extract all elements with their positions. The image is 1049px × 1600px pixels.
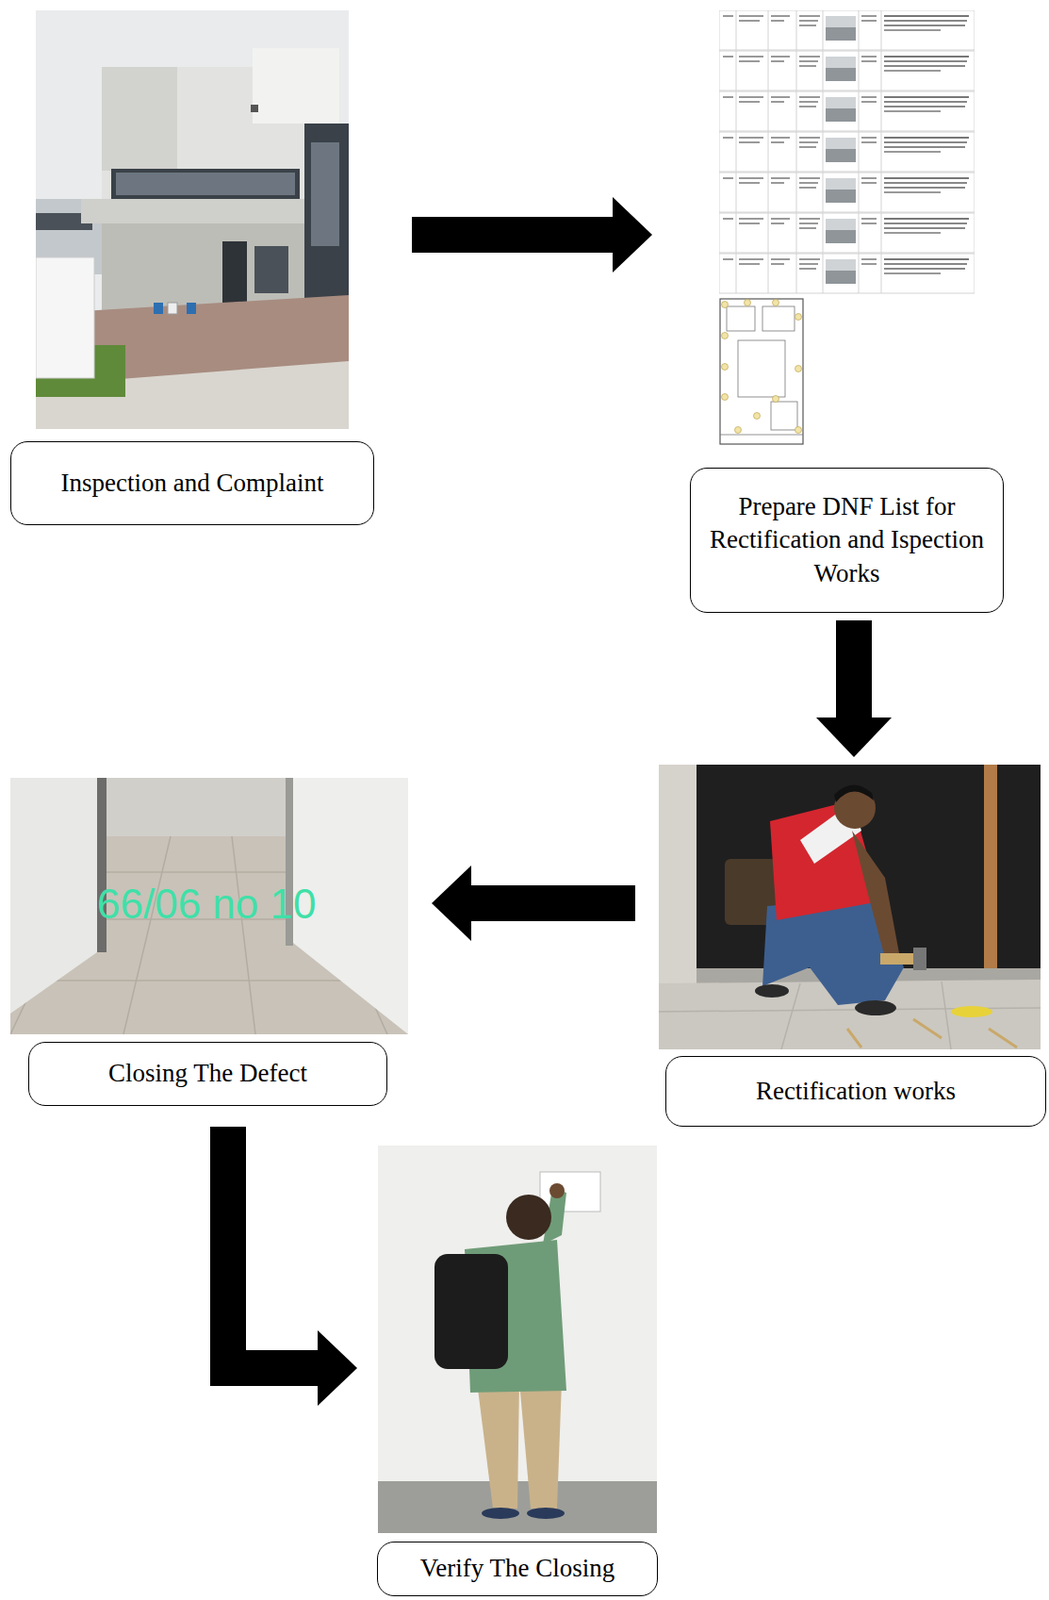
- verify-photo: [377, 1145, 657, 1533]
- arrow-shaft: [228, 1126, 318, 1368]
- block-arrow: [228, 1126, 358, 1406]
- arrow-shaft: [411, 216, 613, 253]
- caption-box: Closing The Defect: [28, 1041, 388, 1106]
- arrow-head: [612, 196, 653, 273]
- flow-step: Prepare DNF List for Rectification and I…: [689, 10, 1004, 613]
- dnf-list-image: [719, 10, 975, 446]
- flow-step: Inspection and Complaint: [10, 10, 375, 525]
- flow-step: Rectification works: [658, 764, 1047, 1127]
- house-illustration: [35, 10, 349, 429]
- rectification-photo: [658, 764, 1041, 1049]
- arrow-head: [431, 865, 472, 941]
- dnf-table-illustration: [719, 10, 975, 294]
- step-label: Prepare DNF List for Rectification and I…: [704, 490, 990, 590]
- block-arrow: [816, 620, 892, 757]
- flow-step: Closing The Defect: [10, 777, 409, 1106]
- caption-box: Verify The Closing: [376, 1540, 658, 1596]
- house-photo: [35, 10, 349, 429]
- caption-box: Prepare DNF List for Rectification and I…: [689, 467, 1004, 613]
- arrow-head: [317, 1329, 358, 1406]
- arrow-head: [816, 717, 892, 757]
- block-arrow: [431, 865, 636, 941]
- worker-illustration: [658, 764, 1041, 1049]
- photo-caption-stamp: 66/06 no 10: [97, 880, 316, 928]
- arrow-shaft: [471, 885, 636, 921]
- step-label: Verify The Closing: [420, 1551, 615, 1585]
- corridor-illustration: [10, 777, 409, 1034]
- caption-box: Inspection and Complaint: [10, 441, 375, 525]
- step-label: Inspection and Complaint: [61, 466, 325, 500]
- flow-step: Verify The Closing: [376, 1145, 658, 1596]
- caption-box: Rectification works: [665, 1055, 1047, 1127]
- arrow-shaft: [835, 620, 872, 718]
- step-label: Rectification works: [755, 1074, 956, 1108]
- floor-plan-illustration: [720, 298, 804, 444]
- step-label: Closing The Defect: [108, 1056, 308, 1090]
- block-arrow: [411, 196, 653, 273]
- inspector-illustration: [377, 1145, 657, 1533]
